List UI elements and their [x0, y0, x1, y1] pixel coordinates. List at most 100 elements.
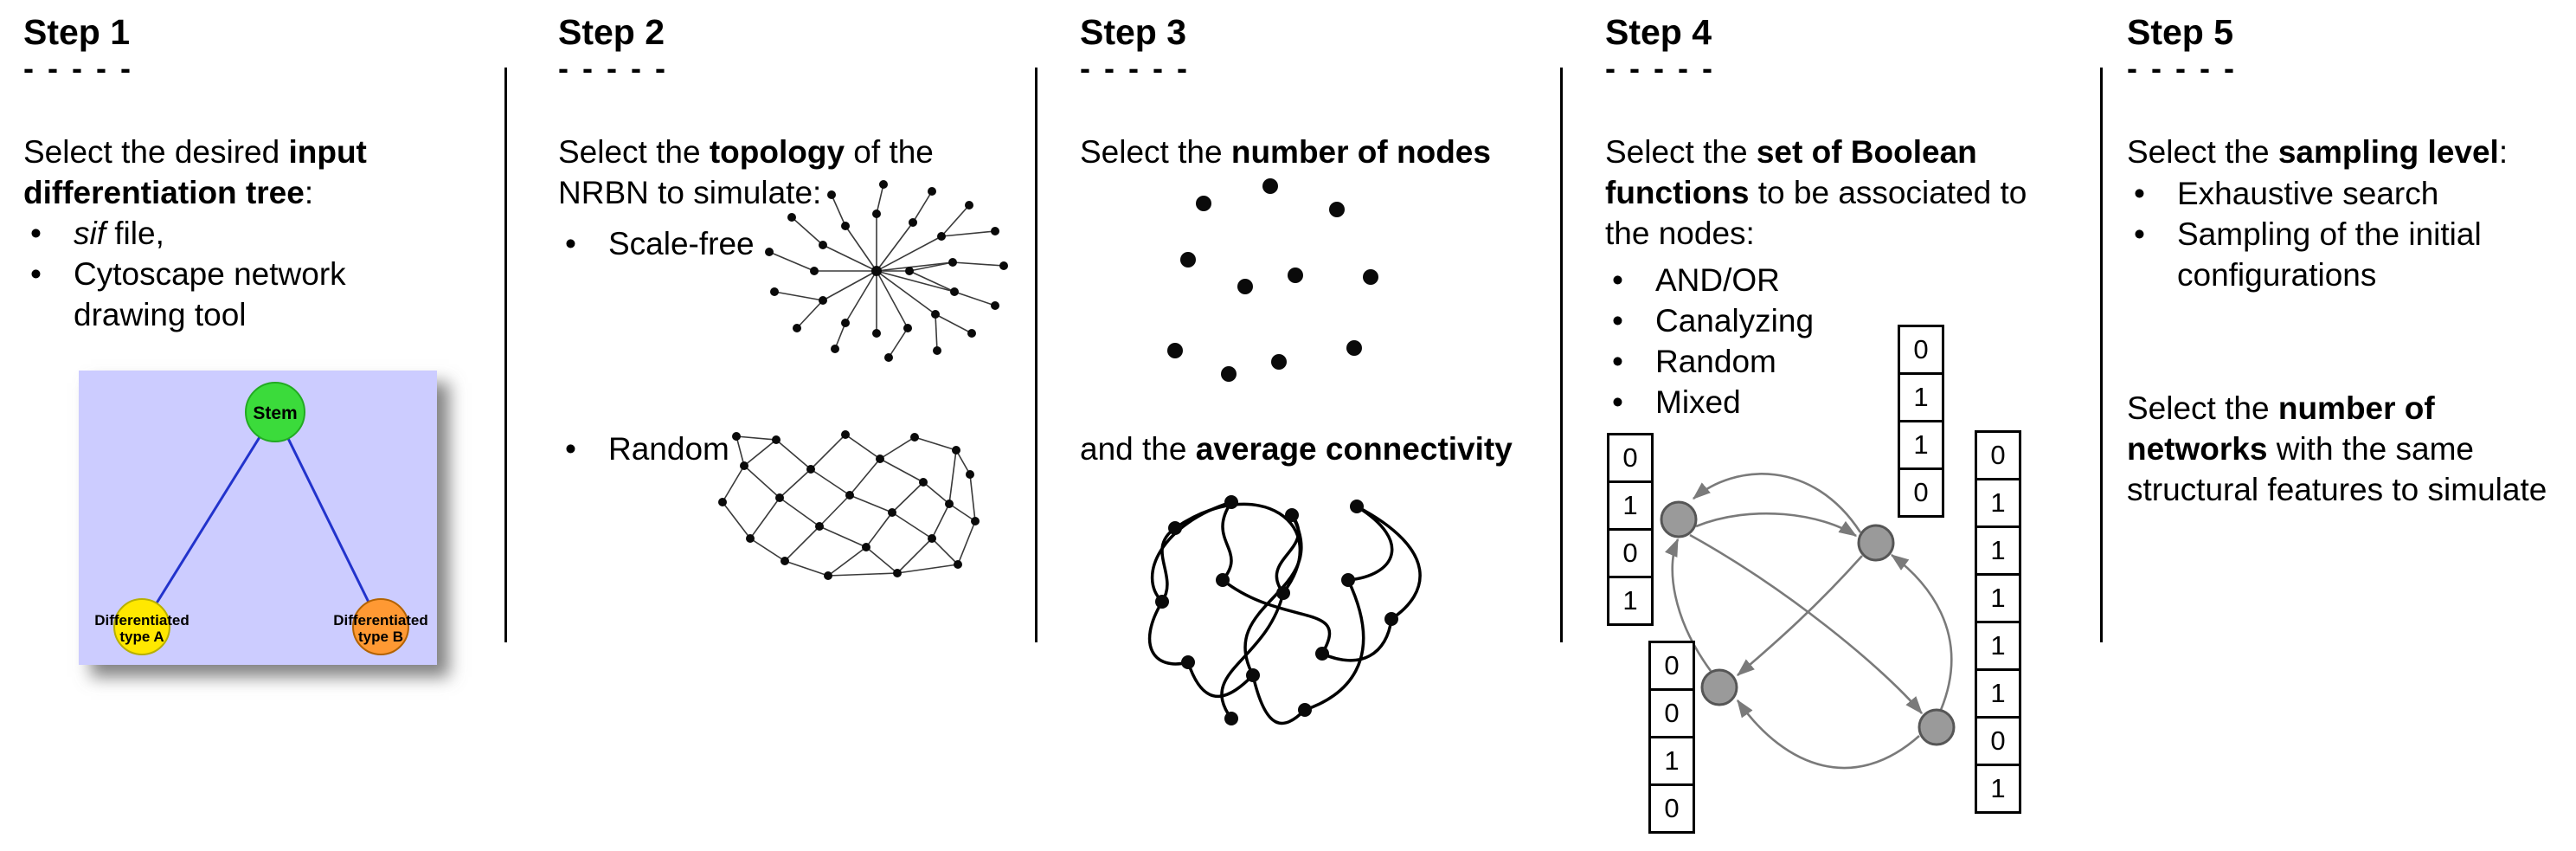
boolean-network-figure [1660, 473, 1956, 770]
random-edges [722, 434, 976, 577]
scale-free-network-figure [765, 180, 1008, 362]
truth-table-cell: 1 [1975, 525, 2021, 576]
list-item-mixed: • Mixed [1605, 382, 1741, 422]
step-4-dashes: - - - - - [1605, 50, 1715, 86]
step-3-column: Step 3 - - - - - Select the number of no… [1080, 0, 1560, 851]
list-item-text: Cytoscape network drawing tool [74, 256, 346, 332]
list-item-and-or: • AND/OR [1605, 260, 1780, 300]
tangle-nodes [1155, 495, 1398, 725]
truth-table-cell: 0 [1898, 467, 1944, 518]
step-5-para2-bold: number of networks [2127, 390, 2435, 467]
scale-free-edges [768, 184, 1005, 358]
random-nodes [718, 430, 980, 580]
bullet-icon: • [2134, 216, 2145, 252]
list-item-canalyzing: • Canalyzing [1605, 300, 1814, 341]
column-divider [1035, 68, 1037, 642]
truth-table-right: 0 1 1 1 1 1 0 1 [1975, 430, 2021, 814]
step-3-line2-pre: and the [1080, 431, 1196, 467]
step-5-intro-post: : [2498, 134, 2509, 170]
scattered-nodes-figure [1167, 178, 1378, 382]
list-item-text: Scale-free [608, 226, 755, 261]
column-divider [504, 68, 507, 642]
truth-table-cell: 1 [1975, 573, 2021, 623]
step-2-title: Step 2 [558, 12, 665, 52]
tree-labels: Stem Differentiated type A Differentiate… [94, 403, 428, 645]
stem-label: Stem [253, 403, 297, 423]
sif-word: sif [74, 216, 106, 251]
step-3-dashes: - - - - - [1080, 50, 1190, 86]
truth-table-top: 0 1 1 0 [1898, 325, 1944, 518]
truth-table-cell: 1 [1975, 478, 2021, 528]
step-2-dashes: - - - - - [558, 50, 668, 86]
step-2-intro-bold: topology [709, 134, 845, 170]
list-item-text: Canalyzing [1655, 303, 1815, 338]
step-2-column: Step 2 - - - - - Select the topology of … [558, 0, 1030, 851]
truth-table-cell: 1 [1648, 736, 1695, 786]
list-item-random-fn: • Random [1605, 341, 1776, 382]
list-item-scale-free: • Scale-free [558, 223, 755, 264]
boolean-network-arrows [1665, 473, 1953, 770]
dense-network-figure [1147, 495, 1422, 725]
step-5-para2-post: with the same structural features to sim… [2127, 431, 2547, 507]
step-1-intro-pre: Select the desired [23, 134, 289, 170]
scale-free-nodes [765, 180, 1008, 362]
bullet-icon: • [1612, 262, 1623, 298]
tree-edge-left [140, 411, 277, 628]
truth-table-cell: 0 [1648, 688, 1695, 738]
step-5-dashes: - - - - - [2127, 50, 2237, 86]
list-item-text: Random [608, 431, 729, 467]
step-4-intro: Select the set of Boolean functions to b… [1605, 132, 2072, 254]
step-2-intro: Select the topology of the NRBN to simul… [558, 132, 991, 213]
truth-table-cell: 1 [1898, 420, 1944, 470]
list-item-text: AND/OR [1655, 262, 1780, 298]
step-5-intro-bold: sampling level [2277, 134, 2499, 170]
bullet-icon: • [565, 226, 576, 261]
column-divider [1560, 68, 1563, 642]
step-1-intro: Select the desired input differentiation… [23, 132, 421, 213]
truth-table-cell: 1 [1607, 576, 1654, 626]
truth-table-bottom: 0 0 1 0 [1648, 641, 1695, 834]
truth-table-cell: 0 [1898, 325, 1944, 375]
tree-nodes [113, 382, 409, 655]
step-3-line1: Select the number of nodes [1080, 132, 1547, 172]
boolean-network-nodes [1660, 500, 1956, 746]
list-item-sampling: • Sampling of the initial configurations [2127, 214, 2549, 295]
bullet-icon: • [2134, 176, 2145, 211]
bullet-icon: • [1612, 303, 1623, 338]
stem-node [245, 382, 305, 442]
step-5-title: Step 5 [2127, 12, 2234, 52]
truth-table-cell: 0 [1975, 716, 2021, 766]
truth-table-cell: 1 [1975, 668, 2021, 719]
list-item-text: Exhaustive search [2177, 176, 2439, 211]
step-4-intro-pre: Select the [1605, 134, 1757, 170]
step-5-para2-pre: Select the [2127, 390, 2278, 426]
truth-table-cell: 1 [1975, 764, 2021, 814]
leaf-b-label-line2: type B [358, 629, 403, 645]
step-3-title: Step 3 [1080, 12, 1187, 52]
list-item-text: Random [1655, 344, 1776, 379]
step-2-intro-pre: Select the [558, 134, 710, 170]
list-item-text: Mixed [1655, 384, 1741, 420]
bullet-icon: • [30, 256, 42, 292]
list-item-random: • Random [558, 429, 729, 469]
boolean-node [1918, 708, 1956, 746]
truth-table-cell: 0 [1648, 641, 1695, 691]
step-3-line1-pre: Select the [1080, 134, 1231, 170]
scattered-dots [1167, 178, 1378, 382]
step-1-column: Step 1 - - - - - Select the desired inpu… [23, 0, 508, 851]
truth-table-cell: 1 [1607, 480, 1654, 531]
bullet-icon: • [30, 216, 42, 251]
truth-table-left: 0 1 0 1 [1607, 433, 1654, 626]
truth-table-cell: 0 [1607, 433, 1654, 483]
step-1-title: Step 1 [23, 12, 131, 52]
leaf-a-label-line2: type A [119, 629, 164, 645]
step-3-line2: and the average connectivity [1080, 429, 1551, 469]
random-network-figure [718, 430, 980, 580]
step-3-line2-bold: average connectivity [1195, 431, 1513, 467]
boolean-node [1700, 668, 1738, 706]
list-item-cytoscape: • Cytoscape network drawing tool [23, 254, 361, 335]
leaf-a-label-line1: Differentiated [94, 612, 190, 629]
tree-edges [140, 411, 382, 628]
list-item-exhaustive: • Exhaustive search [2127, 173, 2438, 214]
